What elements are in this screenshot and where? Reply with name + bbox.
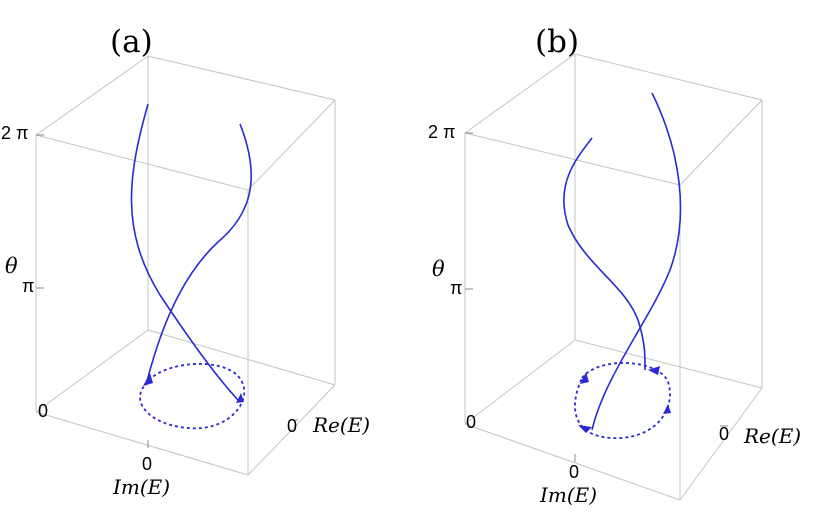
panel-b-z-tick-2pi: 2 π <box>428 122 455 142</box>
panel-b-z-tick-0: 0 <box>466 412 476 432</box>
panel-a-arrow-left <box>143 373 153 386</box>
panel-a-curve-right <box>145 123 252 386</box>
panel-b-arrow-top <box>648 366 660 375</box>
panel-b-re-label: Re(E) <box>743 424 801 448</box>
panel-b-box <box>464 53 763 501</box>
panel-a-z-tick-2pi: 2 π <box>1 123 28 143</box>
panel-a-im-tick: 0 <box>142 454 152 474</box>
panel-a-theta-label: θ <box>5 254 18 278</box>
panel-b-im-tick: 0 <box>569 462 579 482</box>
panel-b: (b) 2 π π 0 θ 0 Im(E) 0 Re(E) <box>428 24 801 507</box>
panel-a-re-tick: 0 <box>287 416 297 436</box>
panel-b-label: (b) <box>535 24 579 60</box>
panel-b-arrow-left <box>580 372 589 384</box>
panel-a-loop <box>139 363 246 430</box>
panel-b-loop <box>574 362 671 439</box>
panel-a-curve-left <box>130 103 239 401</box>
panel-a-box <box>35 55 336 476</box>
panel-a-label: (a) <box>110 24 153 60</box>
panel-b-curve-left <box>563 137 646 371</box>
panel-a-z-tick-0: 0 <box>38 401 48 421</box>
panel-b-im-label: Im(E) <box>539 483 597 507</box>
panel-b-re-tick: 0 <box>719 424 729 444</box>
panel-a-re-label: Re(E) <box>312 413 370 437</box>
panel-b-z-tick-pi: π <box>450 278 462 298</box>
panel-a-arrow-right <box>236 393 244 403</box>
panel-b-curve-right <box>591 92 682 431</box>
panel-a-z-tick-pi: π <box>22 276 34 296</box>
panel-b-arrow-bottom <box>578 425 592 433</box>
panel-b-arrow-right <box>663 404 671 414</box>
panel-b-theta-label: θ <box>432 257 445 281</box>
panel-a: (a) 2 π π 0 θ 0 Im(E) 0 Re(E) <box>1 24 370 499</box>
panel-a-im-label: Im(E) <box>112 475 170 499</box>
